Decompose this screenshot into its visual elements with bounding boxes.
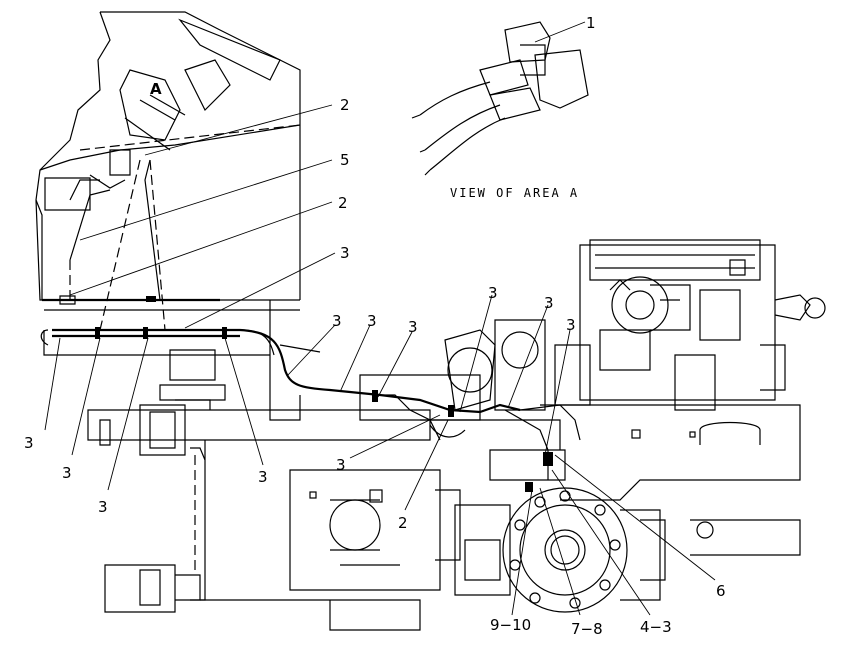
callout-2-center: 2: [398, 514, 408, 532]
callout-3-transmission-a: 3: [488, 284, 498, 302]
callout-9-10: 9−10: [490, 616, 531, 634]
engine: [554, 239, 826, 411]
callout-3-center: 3: [336, 456, 346, 474]
callout-3-harness-c: 3: [408, 318, 418, 336]
callout-2-top: 2: [340, 96, 350, 114]
callout-6: 6: [716, 582, 726, 600]
inset-view-area-a: [411, 21, 589, 176]
callout-7-8: 7−8: [571, 620, 603, 638]
callout-3-cab: 3: [340, 244, 350, 262]
callout-3-bottom: 3: [98, 498, 108, 516]
callout-3-lower-bracket: 3: [258, 468, 268, 486]
callout-3-transmission-c: 3: [566, 316, 576, 334]
callout-3-transmission-b: 3: [544, 294, 554, 312]
cab-structure: [35, 11, 301, 421]
view-caption: VIEW OF AREA A: [450, 186, 579, 200]
callout-3-left: 3: [24, 434, 34, 452]
area-a-letter: A: [150, 80, 162, 98]
center-components: [359, 319, 566, 481]
frame-rail-right: [540, 404, 801, 581]
leader-lines: [44, 21, 716, 616]
chassis-left: [87, 349, 441, 631]
callout-3-lower-left: 3: [62, 464, 72, 482]
callout-3-harness-a: 3: [332, 312, 342, 330]
callout-4-3: 4−3: [640, 618, 672, 636]
drive-flange: [435, 487, 661, 613]
callout-5: 5: [340, 151, 350, 169]
callout-3-harness-b: 3: [367, 312, 377, 330]
callout-2-cab: 2: [338, 194, 348, 212]
callout-1: 1: [586, 14, 596, 32]
